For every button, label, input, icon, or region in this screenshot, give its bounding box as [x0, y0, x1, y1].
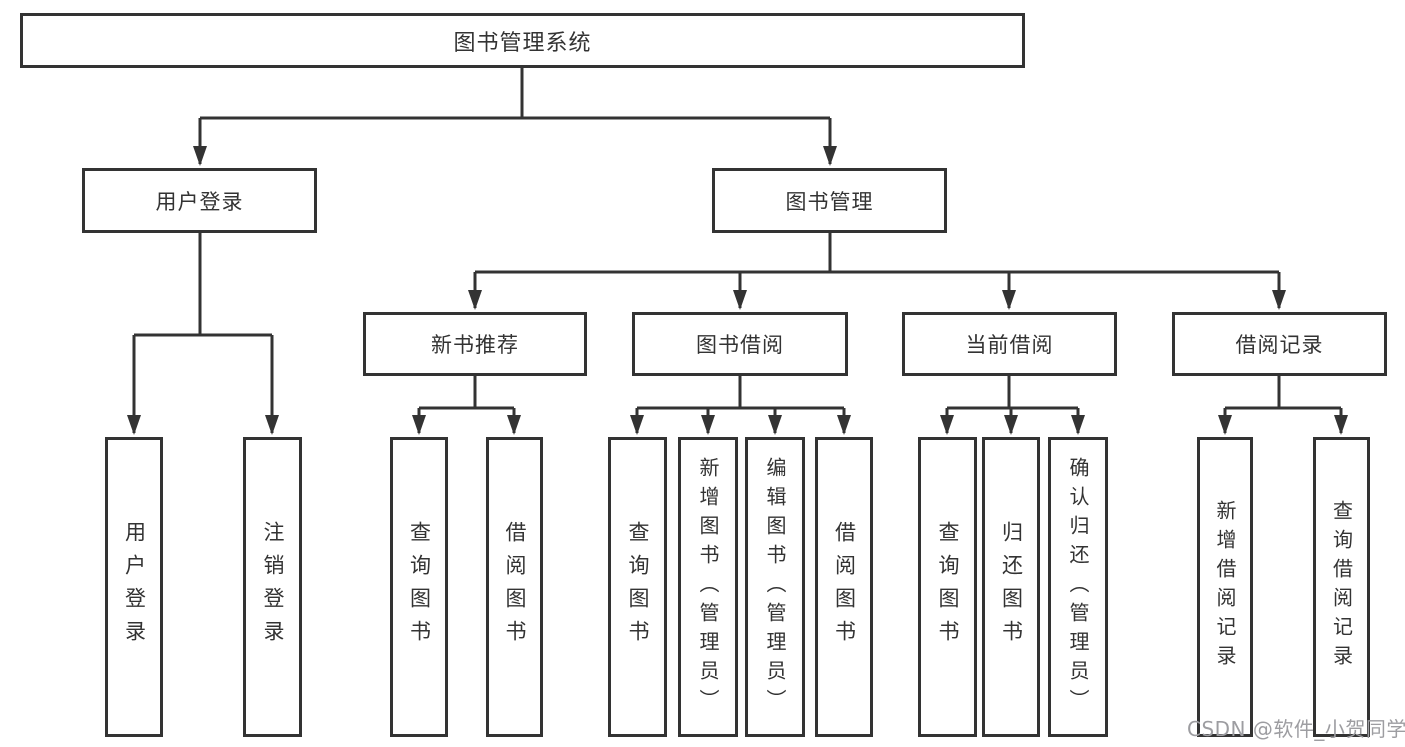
node-label: 确认归还（管理员） — [1066, 456, 1090, 718]
node-label: 新书推荐 — [431, 333, 519, 357]
node-label: 图书管理 — [785, 189, 874, 214]
node-label: 查询图书 — [626, 521, 650, 653]
node-label: 注销登录 — [261, 521, 285, 653]
node-br-query-record: 查询借阅记录 — [1313, 437, 1370, 737]
node-cb-return-book: 归还图书 — [982, 437, 1040, 737]
node-bb-query-book: 查询图书 — [608, 437, 667, 737]
node-logout: 注销登录 — [243, 437, 302, 737]
node-label: 借阅图书 — [503, 521, 527, 653]
node-label: 新增图书（管理员） — [696, 456, 720, 718]
node-label: 图书管理系统 — [453, 30, 592, 56]
node-bb-edit-book-admin: 编辑图书（管理员） — [745, 437, 805, 737]
node-book-borrow: 图书借阅 — [632, 312, 848, 376]
node-nb-borrow-book: 借阅图书 — [486, 437, 543, 737]
node-current-borrow: 当前借阅 — [902, 312, 1117, 376]
node-label: 借阅记录 — [1235, 333, 1324, 357]
node-label: 当前借阅 — [965, 333, 1054, 357]
node-user-login-leaf: 用户登录 — [105, 437, 163, 737]
csdn-watermark: CSDN @软件_小贺同学 — [1187, 717, 1405, 741]
node-bb-add-book-admin: 新增图书（管理员） — [678, 437, 738, 737]
node-label: 编辑图书（管理员） — [763, 456, 787, 718]
node-label: 查询图书 — [936, 521, 960, 653]
node-book-management: 图书管理 — [712, 168, 947, 233]
node-label: 用户登录 — [122, 521, 147, 653]
node-label: 查询借阅记录 — [1329, 500, 1354, 674]
node-label: 归还图书 — [999, 521, 1024, 653]
node-cb-confirm-return-admin: 确认归还（管理员） — [1048, 437, 1108, 737]
node-br-add-record: 新增借阅记录 — [1197, 437, 1253, 737]
node-label: 图书借阅 — [696, 333, 784, 357]
node-bb-borrow-book: 借阅图书 — [815, 437, 873, 737]
node-nb-query-book: 查询图书 — [390, 437, 448, 737]
node-cb-query-book: 查询图书 — [918, 437, 977, 737]
node-library-management-system: 图书管理系统 — [20, 13, 1025, 68]
node-label: 新增借阅记录 — [1213, 500, 1237, 674]
node-new-book-recommend: 新书推荐 — [363, 312, 587, 376]
node-user-login: 用户登录 — [82, 168, 317, 233]
node-label: 用户登录 — [155, 189, 244, 214]
node-borrow-record: 借阅记录 — [1172, 312, 1387, 376]
node-label: 查询图书 — [407, 521, 432, 653]
node-label: 借阅图书 — [832, 521, 857, 653]
